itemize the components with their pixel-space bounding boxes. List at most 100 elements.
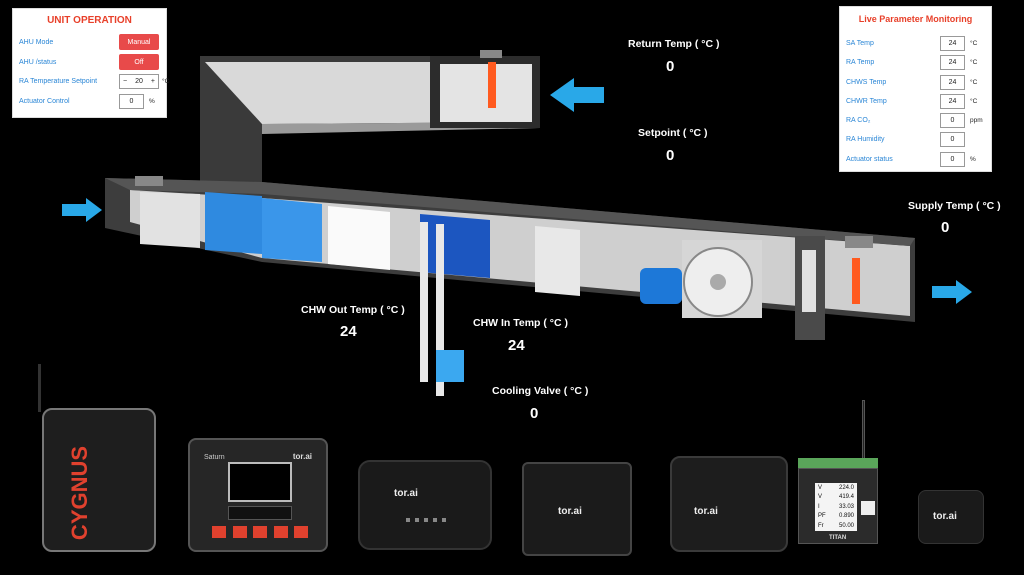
monitor-row: SA Temp 24 °C xyxy=(846,34,983,52)
pluto-brand: tor.ai xyxy=(558,506,582,517)
keypad-button xyxy=(253,526,267,538)
saturn-info-panel xyxy=(228,506,292,520)
monitor-row: Actuator status 0 % xyxy=(846,150,983,168)
supply-damper-heater xyxy=(852,258,860,304)
chw-out-temp-label: CHW Out Temp ( °C ) xyxy=(301,304,405,316)
monitor-label: RA Temp xyxy=(846,58,875,66)
mini-node-device: tor.ai xyxy=(918,490,984,544)
saturn-keypad xyxy=(212,526,308,538)
ra-setpoint-stepper[interactable]: − 20 + xyxy=(119,73,159,89)
ahu-mode-label: AHU Mode xyxy=(19,38,54,46)
cygnus-body xyxy=(42,408,156,552)
unit-operation-panel: UNIT OPERATION AHU Mode Manual AHU /stat… xyxy=(12,8,169,118)
actuator-control-unit: % xyxy=(149,97,155,105)
monitor-value: 24 xyxy=(940,74,965,90)
supply-temp-value: 0 xyxy=(941,219,950,236)
filter-3 xyxy=(328,206,390,270)
actuator-control-input[interactable]: 0 xyxy=(119,93,144,109)
ahu-mode-button[interactable]: Manual xyxy=(119,34,159,50)
return-temp-value: 0 xyxy=(666,58,675,75)
titan-reading: PF 0.890 xyxy=(818,513,854,520)
monitor-unit: °C xyxy=(970,97,978,105)
cooling-valve-label: Cooling Valve ( °C ) xyxy=(492,385,589,397)
filter-4 xyxy=(535,226,580,296)
titan-reading: V 419.4 xyxy=(818,494,854,501)
keypad-button xyxy=(273,526,288,538)
ahu-status-button[interactable]: Off xyxy=(119,54,159,70)
monitor-label: CHWR Temp xyxy=(846,97,887,105)
monitor-label: CHWS Temp xyxy=(846,78,887,86)
titan-terminals xyxy=(798,458,878,468)
filter-2 xyxy=(262,198,322,262)
monitor-value: 0 xyxy=(940,131,965,147)
titan-reading: I 33.03 xyxy=(818,503,854,510)
titan-reading: V 224.0 xyxy=(818,485,854,491)
return-temp-label: Return Temp ( °C ) xyxy=(628,38,720,50)
titan-reading: Fr 50.00 xyxy=(818,522,854,529)
ra-setpoint-label: RA Temperature Setpoint xyxy=(19,77,98,85)
ahu-status-row: AHU /status Off xyxy=(19,53,159,71)
monitor-row: CHWR Temp 24 °C xyxy=(846,92,983,110)
pluto-device: tor.ai xyxy=(522,462,632,556)
ahu-mode-row: AHU Mode Manual xyxy=(19,33,159,51)
setpoint-value: 0 xyxy=(666,147,675,164)
monitor-label: SA Temp xyxy=(846,39,874,47)
titan-display: V 224.0 V 419.4 I 33.03 PF 0.890 Fr 50.0… xyxy=(815,483,857,531)
monitor-unit: °C xyxy=(970,58,978,66)
saturn-label: Saturn xyxy=(204,454,225,461)
titan-device: V 224.0 V 419.4 I 33.03 PF 0.890 Fr 50.0… xyxy=(798,396,878,548)
return-air-arrow xyxy=(550,78,604,112)
jupiter-brand: tor.ai xyxy=(394,488,418,499)
live-monitoring-title: Live Parameter Monitoring xyxy=(858,14,973,24)
live-monitoring-panel: Live Parameter Monitoring SA Temp 24 °C … xyxy=(839,6,992,172)
supply-air-arrow xyxy=(932,280,972,304)
stepper-plus-button[interactable]: + xyxy=(150,77,155,85)
mini-node-brand: tor.ai xyxy=(933,511,957,522)
saturn-device: Saturn tor.ai xyxy=(188,438,328,552)
monitor-label: Actuator status xyxy=(846,155,893,163)
monitor-value: 24 xyxy=(940,54,965,70)
titan-brand: TITAN xyxy=(829,535,847,541)
keypad-button xyxy=(294,526,308,538)
monitor-row: RA CO₂ 0 ppm xyxy=(846,111,983,129)
cooling-valve-value: 0 xyxy=(530,405,539,422)
monitor-unit: % xyxy=(970,155,976,163)
monitor-unit: °C xyxy=(970,39,978,47)
venus-brand: tor.ai xyxy=(694,506,718,517)
supply-temp-label: Supply Temp ( °C ) xyxy=(908,200,1001,212)
cygnus-logo: CYGNUS xyxy=(67,445,92,541)
valve-actuator xyxy=(436,350,464,382)
chw-out-temp-value: 24 xyxy=(340,323,357,340)
keypad-button xyxy=(232,526,247,538)
monitor-value: 24 xyxy=(940,35,965,51)
cooling-coil xyxy=(420,214,490,278)
filter-1 xyxy=(205,192,262,254)
saturn-brand: tor.ai xyxy=(292,452,312,461)
keypad-button xyxy=(212,526,226,538)
chw-in-temp-label: CHW In Temp ( °C ) xyxy=(473,317,568,329)
chw-pipe-out xyxy=(420,222,428,382)
chw-in-temp-value: 24 xyxy=(508,337,525,354)
chw-pipe-in xyxy=(436,224,444,396)
stepper-minus-button[interactable]: − xyxy=(123,77,128,85)
venus-device: tor.ai xyxy=(670,456,788,552)
return-damper-heater xyxy=(488,62,496,108)
jupiter-device: tor.ai xyxy=(358,460,492,550)
monitor-label: RA CO₂ xyxy=(846,116,871,124)
monitor-row: RA Temp 24 °C xyxy=(846,53,983,71)
fresh-air-arrow xyxy=(62,198,102,222)
ahu-status-label: AHU /status xyxy=(19,58,57,66)
supply-fan xyxy=(682,240,762,318)
ra-setpoint-row: RA Temperature Setpoint − 20 + °C xyxy=(19,72,169,90)
saturn-screen xyxy=(228,462,292,502)
titan-body: V 224.0 V 419.4 I 33.03 PF 0.890 Fr 50.0… xyxy=(798,468,878,544)
motor xyxy=(640,268,682,304)
ra-setpoint-unit: °C xyxy=(162,77,170,85)
ra-setpoint-value: 20 xyxy=(135,77,143,85)
jupiter-led-strip xyxy=(406,518,446,522)
actuator-control-row: Actuator Control 0 % xyxy=(19,92,158,110)
monitor-row: RA Humidity 0 xyxy=(846,130,983,148)
setpoint-label: Setpoint ( °C ) xyxy=(638,127,708,139)
cygnus-device: CYGNUS xyxy=(36,364,158,554)
titan-antenna xyxy=(862,400,865,462)
